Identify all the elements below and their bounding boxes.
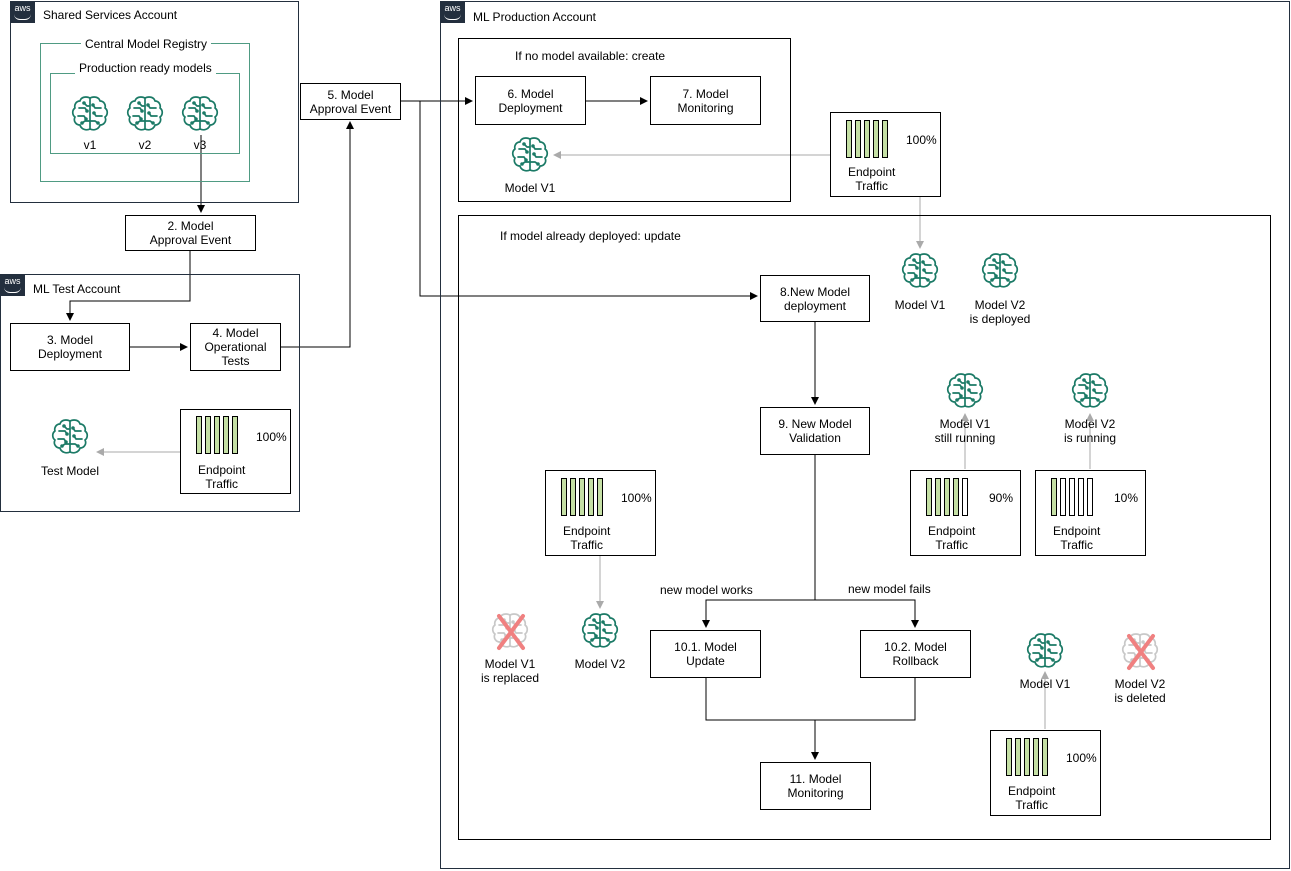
step-4-operational-tests[interactable]: 4. Model Operational Tests bbox=[190, 323, 281, 371]
ml-production-account bbox=[440, 1, 1290, 869]
traffic-label: Endpoint Traffic bbox=[928, 524, 976, 552]
traffic-bars bbox=[196, 416, 238, 454]
step-3-model-deployment[interactable]: 3. Model Deployment bbox=[10, 323, 130, 371]
step-5-approval-event[interactable]: 5. Model Approval Event bbox=[300, 83, 401, 120]
deployed-model-v2-label: Model V2 is deployed bbox=[969, 298, 1031, 326]
arrow-approval-to-test-deploy bbox=[66, 251, 191, 321]
traffic-percent: 90% bbox=[989, 491, 1014, 505]
registry-model-v3: v3 bbox=[193, 138, 207, 152]
endpoint-traffic-create: 100% Endpoint Traffic bbox=[830, 112, 941, 197]
deleted-v2-label: Model V2 is deleted bbox=[1114, 677, 1166, 705]
brain-circuit-icon bbox=[70, 94, 110, 134]
step-9-new-model-validation[interactable]: 9. New Model Validation bbox=[760, 407, 870, 455]
create-model-v1-label: Model V1 bbox=[504, 181, 556, 195]
arrow-approval-to-new-deploy bbox=[419, 101, 758, 300]
traffic-percent: 10% bbox=[1114, 491, 1139, 505]
endpoint-traffic-v2: 10% Endpoint Traffic bbox=[1035, 470, 1146, 556]
step-7-model-monitoring[interactable]: 7. Model Monitoring bbox=[650, 76, 761, 125]
merge-line bbox=[705, 678, 916, 721]
create-panel bbox=[458, 38, 791, 202]
brain-circuit-icon bbox=[125, 94, 165, 134]
arrow-validation-to-update bbox=[702, 455, 816, 628]
traffic-bars bbox=[846, 120, 888, 158]
aws-logo-icon: aws bbox=[10, 1, 35, 23]
traffic-label: Endpoint Traffic bbox=[563, 524, 611, 552]
traffic-bars bbox=[1006, 738, 1048, 776]
traffic-bars bbox=[561, 478, 603, 516]
endpoint-traffic-test: 100% Endpoint Traffic bbox=[180, 409, 291, 494]
registry-title: Central Model Registry bbox=[81, 37, 212, 51]
aws-logo-icon: aws bbox=[440, 1, 465, 23]
traffic-label: Endpoint Traffic bbox=[1053, 524, 1101, 552]
traffic-percent: 100% bbox=[906, 133, 937, 147]
shared-services-account bbox=[10, 1, 299, 203]
arrow-validation-to-rollback bbox=[815, 599, 919, 628]
traffic-label: Endpoint Traffic bbox=[198, 463, 246, 491]
branch-label-works: new model works bbox=[660, 583, 753, 597]
endpoint-traffic-rollback: 100% Endpoint Traffic bbox=[990, 730, 1101, 816]
running-v2-label: Model V2 is running bbox=[1063, 417, 1117, 445]
traffic-bars bbox=[926, 478, 968, 516]
brain-circuit-icon bbox=[180, 94, 220, 134]
update-panel-title: If model already deployed: update bbox=[500, 229, 681, 243]
brain-circuit-icon bbox=[580, 611, 620, 651]
step-11-model-monitoring[interactable]: 11. Model Monitoring bbox=[760, 762, 871, 810]
brain-circuit-icon bbox=[50, 417, 90, 457]
cross-icon bbox=[497, 614, 525, 650]
traffic-percent: 100% bbox=[1066, 751, 1097, 765]
brain-circuit-icon bbox=[1025, 631, 1065, 671]
arrow-tests-to-prod-approval bbox=[281, 121, 354, 348]
brain-circuit-icon bbox=[980, 251, 1020, 291]
still-running-v1-label: Model V1 still running bbox=[934, 417, 996, 445]
endpoint-traffic-v1: 90% Endpoint Traffic bbox=[910, 470, 1021, 556]
step-2-approval-event[interactable]: 2. Model Approval Event bbox=[125, 215, 256, 251]
test-model-label: Test Model bbox=[40, 464, 100, 478]
traffic-percent: 100% bbox=[621, 491, 652, 505]
brain-circuit-icon bbox=[900, 251, 940, 291]
brain-circuit-icon bbox=[945, 371, 985, 411]
cross-icon bbox=[1127, 634, 1155, 670]
production-models-title: Production ready models bbox=[75, 61, 216, 75]
test-account-title: ML Test Account bbox=[33, 282, 121, 296]
new-v2-label: Model V2 bbox=[574, 657, 626, 671]
traffic-label: Endpoint Traffic bbox=[1008, 784, 1056, 812]
rollback-v1-label: Model V1 bbox=[1019, 677, 1071, 691]
prod-account-title: ML Production Account bbox=[473, 10, 596, 24]
traffic-label: Endpoint Traffic bbox=[848, 165, 896, 193]
aws-logo-icon: aws bbox=[0, 274, 25, 296]
traffic-bars bbox=[1051, 478, 1093, 516]
registry-model-v2: v2 bbox=[138, 138, 152, 152]
update-panel bbox=[458, 215, 1271, 840]
deployed-model-v1-label: Model V1 bbox=[894, 298, 946, 312]
brain-circuit-icon bbox=[1070, 371, 1110, 411]
step-10-2-model-rollback[interactable]: 10.2. Model Rollback bbox=[860, 630, 971, 678]
step-10-1-model-update[interactable]: 10.1. Model Update bbox=[650, 630, 761, 678]
branch-label-fails: new model fails bbox=[848, 582, 931, 596]
replaced-v1-label: Model V1 is replaced bbox=[480, 657, 540, 685]
step-8-new-model-deployment[interactable]: 8.New Model deployment bbox=[760, 275, 870, 322]
traffic-percent: 100% bbox=[256, 430, 287, 444]
brain-circuit-icon bbox=[510, 135, 550, 175]
ml-test-account bbox=[0, 274, 300, 512]
step-6-model-deployment[interactable]: 6. Model Deployment bbox=[475, 76, 586, 125]
registry-model-v1: v1 bbox=[83, 138, 97, 152]
endpoint-traffic-update: 100% Endpoint Traffic bbox=[545, 470, 656, 556]
create-panel-title: If no model available: create bbox=[515, 49, 666, 63]
shared-account-title: Shared Services Account bbox=[43, 8, 178, 22]
